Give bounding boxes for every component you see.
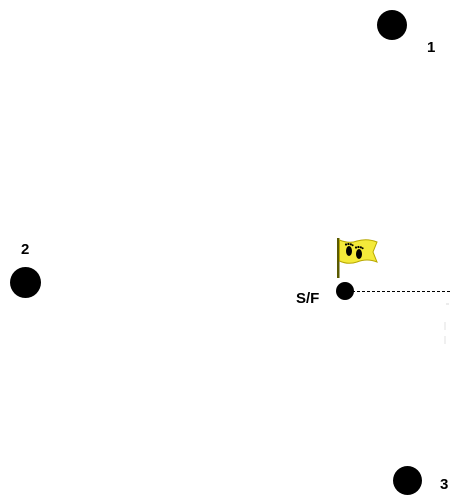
start-finish-marker[interactable] — [336, 282, 354, 300]
start-finish-label: S/F — [296, 290, 320, 307]
checkpoint-3-label: 3 — [440, 476, 449, 493]
checkpoint-3-marker[interactable] — [393, 466, 422, 495]
checkpoint-1-label: 1 — [427, 39, 436, 56]
checkpoint-1-marker[interactable] — [377, 10, 407, 40]
checkpoint-2-label: 2 — [21, 241, 30, 258]
start-finish-flag-icon — [335, 238, 379, 278]
checkpoint-2-marker[interactable] — [10, 267, 41, 298]
faint-edge-marks — [440, 300, 450, 350]
course-path-dashed-line — [352, 291, 450, 292]
